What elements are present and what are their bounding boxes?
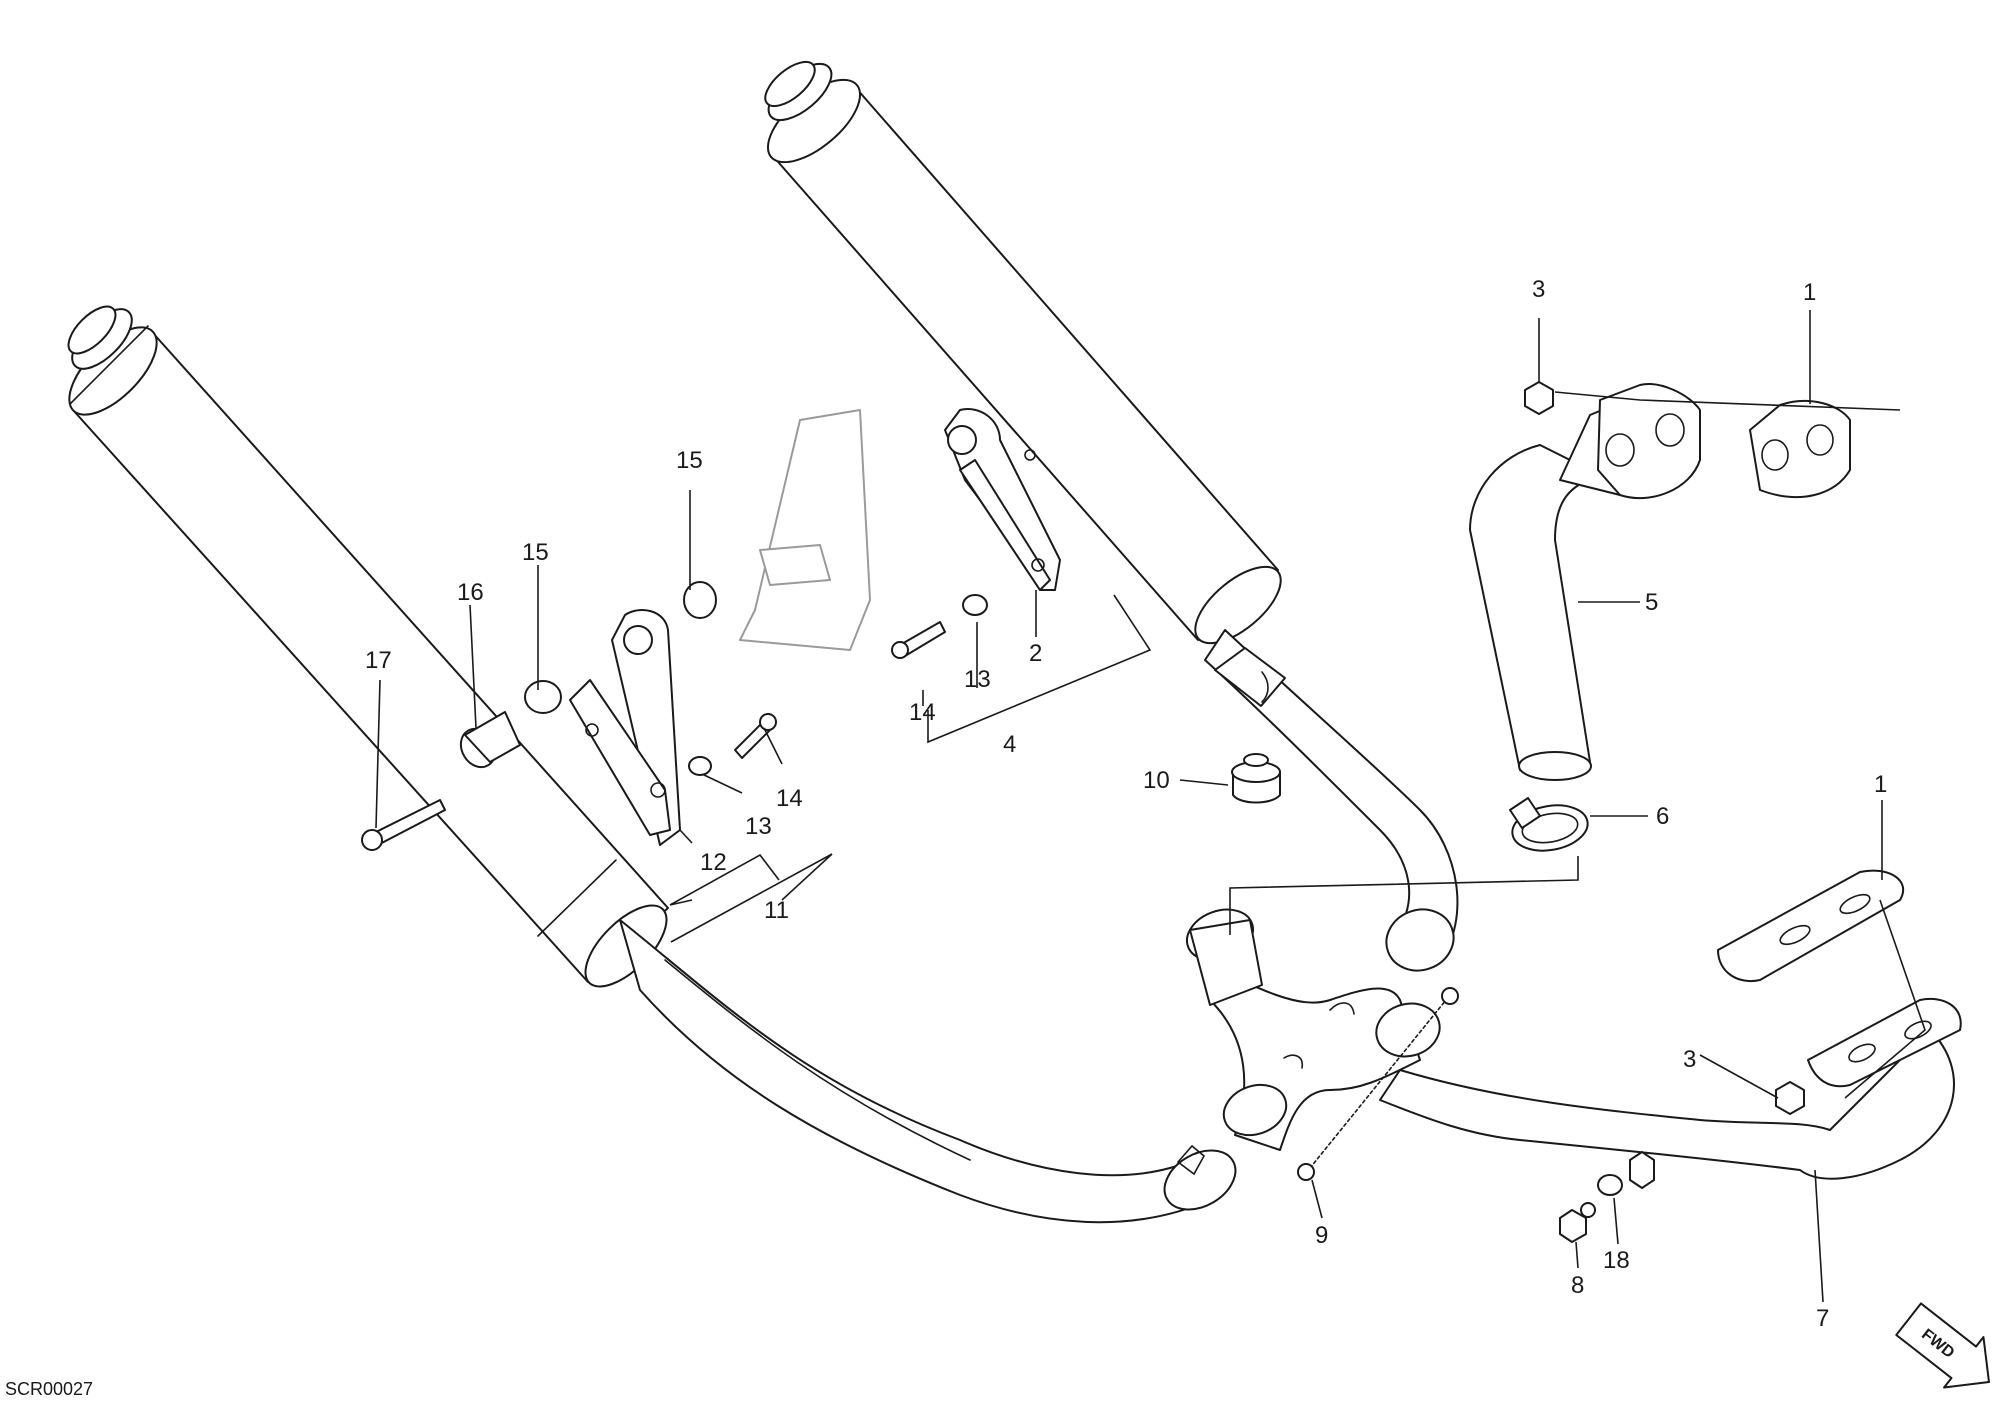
callout-3-rear: 3: [1532, 276, 1545, 303]
callout-3-front: 3: [1683, 1046, 1696, 1073]
leader-lines: [375, 310, 1926, 1303]
callout-6: 6: [1656, 803, 1669, 830]
callout-11: 11: [764, 897, 789, 924]
callout-5: 5: [1645, 589, 1658, 616]
left-muffler: [67, 305, 669, 988]
rear-gasket: [1749, 399, 1851, 498]
left-bolt-14: [734, 713, 777, 759]
left-washer-13: [688, 756, 712, 776]
forward-arrow: FWD: [1895, 1302, 1990, 1389]
y-pipe: [1186, 908, 1455, 1151]
right-washer-13: [962, 594, 988, 616]
right-hanger-bracket: [944, 408, 1061, 591]
front-header-pipe: [1379, 997, 1962, 1180]
rubber-mount: [1231, 753, 1281, 804]
callout-17: 17: [365, 647, 392, 674]
left-sleeve-16: [459, 711, 521, 769]
left-hanger-bracket: [569, 609, 681, 846]
stud-18: [1597, 1151, 1655, 1196]
rear-nut-3: [1524, 381, 1554, 415]
callout-1-front: 1: [1874, 771, 1887, 798]
left-grommet-15a: [524, 680, 562, 714]
callout-7: 7: [1816, 1305, 1829, 1332]
callout-18: 18: [1603, 1247, 1630, 1274]
left-frame-bracket-ghost: [739, 409, 871, 651]
clamp: [1509, 797, 1589, 852]
callout-9: 9: [1315, 1222, 1328, 1249]
callout-12: 12: [700, 849, 727, 876]
rear-flange: [1597, 383, 1701, 500]
callouts: 1 3 5 6 1 3 7 18 8 9 10 2 4 13 14 14 13 …: [365, 276, 1887, 1332]
callout-2: 2: [1029, 640, 1042, 667]
left-bolt-17: [361, 799, 446, 851]
right-muffler: [764, 60, 1282, 645]
callout-10: 10: [1143, 767, 1170, 794]
right-bolt-14: [891, 621, 946, 659]
callout-16: 16: [457, 579, 484, 606]
callout-1-rear: 1: [1803, 279, 1816, 306]
front-flange-gasket: [1717, 869, 1905, 983]
spring: [1297, 987, 1459, 1181]
callout-13-right: 13: [964, 666, 991, 693]
diagram-code: SCR00027: [5, 1379, 93, 1399]
callout-14-left: 14: [776, 785, 803, 812]
front-nut-3: [1775, 1081, 1805, 1115]
left-link-pipe: [619, 919, 1237, 1224]
nut-8: [1559, 1202, 1596, 1243]
callout-4: 4: [1003, 731, 1016, 758]
callout-15-upper: 15: [676, 447, 703, 474]
callout-13-left: 13: [745, 813, 772, 840]
callout-15-lower: 15: [522, 539, 549, 566]
left-grommet-15b: [683, 581, 717, 619]
callout-8: 8: [1571, 1272, 1584, 1299]
callout-14-right: 14: [909, 699, 936, 726]
